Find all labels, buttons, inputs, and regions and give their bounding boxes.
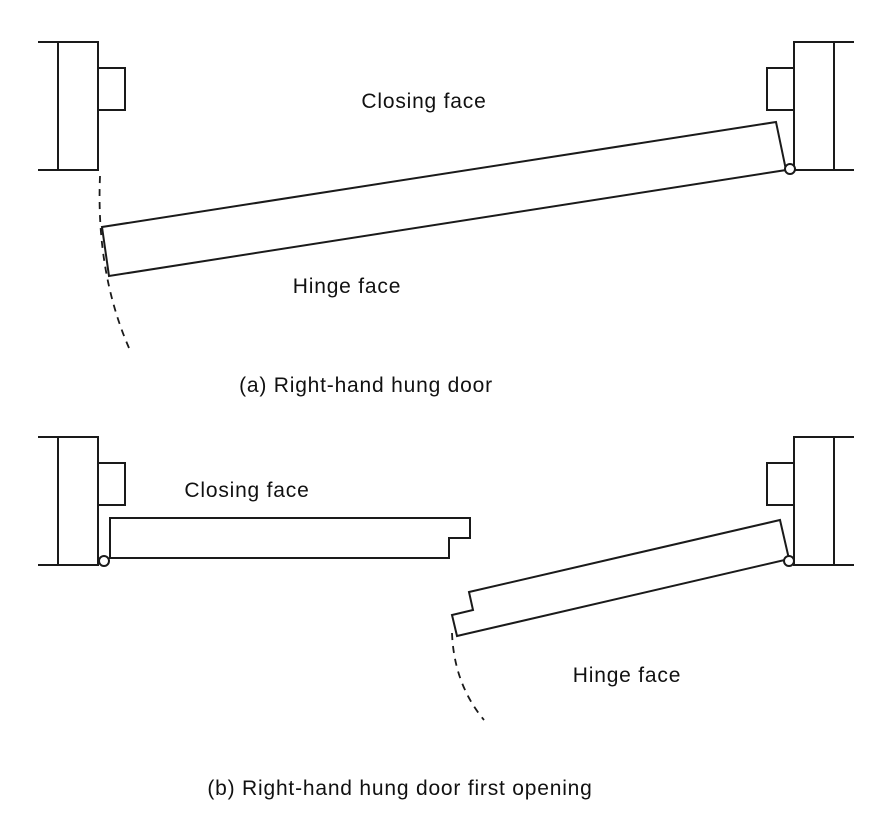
hinge-pivot-left-b — [98, 555, 110, 567]
hinge-face-label-a: Hinge face — [293, 275, 401, 298]
door-jamb-right-b — [793, 436, 835, 566]
hinge-face-label-b: Hinge face — [573, 664, 681, 687]
jamb-right-a — [766, 41, 854, 171]
caption-b: (b) Right-hand hung door first opening — [207, 777, 592, 800]
door-leaf-a — [100, 120, 788, 278]
jamb-right-b — [766, 436, 854, 566]
door-stop-left-b — [97, 462, 126, 506]
door-jamb-left-b — [57, 436, 99, 566]
door-stop-right-a — [766, 67, 795, 111]
door-jamb-right-a — [793, 41, 835, 171]
jamb-left-b — [38, 436, 126, 566]
hinge-pivot-right-b — [783, 555, 795, 567]
caption-a: (a) Right-hand hung door — [239, 374, 493, 397]
door-stop-right-b — [766, 462, 795, 506]
swing-arc-b — [451, 632, 485, 721]
door-leaf-closed-b — [109, 517, 471, 559]
closing-face-label-b: Closing face — [184, 479, 309, 502]
swing-arc-a — [98, 175, 130, 349]
door-leaf-open-b — [450, 518, 791, 638]
door-stop-left-a — [97, 67, 126, 111]
hinge-pivot-a — [784, 163, 796, 175]
closing-face-label-a: Closing face — [361, 90, 486, 113]
diagram-a: Closing face Hinge face (a) Right-hand h… — [38, 41, 854, 397]
diagram-b: Closing face Hinge face (b) Right-hand h… — [38, 436, 854, 800]
jamb-left-a — [38, 41, 126, 171]
door-jamb-left-a — [57, 41, 99, 171]
